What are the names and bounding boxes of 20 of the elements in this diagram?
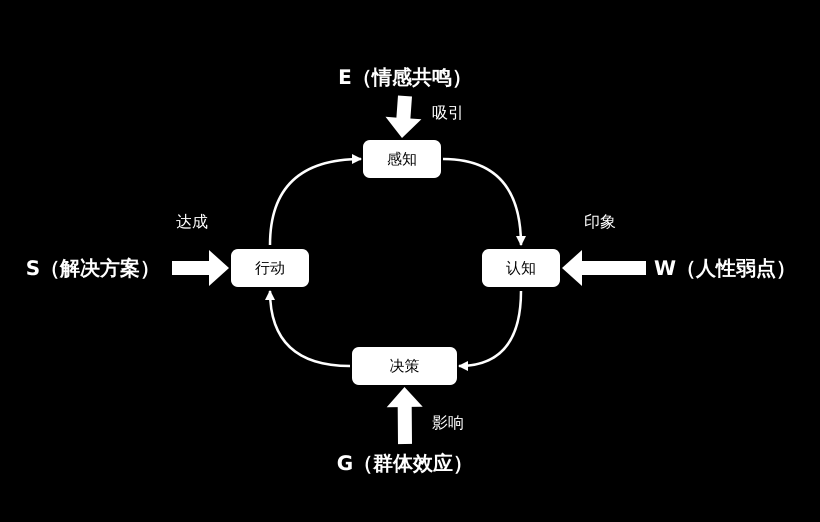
process-box: 行动 xyxy=(231,249,309,287)
curved-arrow xyxy=(268,154,362,246)
block-arrow xyxy=(172,250,229,286)
block-arrow xyxy=(386,96,422,138)
edge-label: 吸引 xyxy=(432,103,464,124)
process-box: 感知 xyxy=(363,140,441,178)
edge-label: 影响 xyxy=(432,413,464,434)
process-box: 决策 xyxy=(352,347,457,385)
process-box: 认知 xyxy=(482,249,560,287)
curved-arrow xyxy=(265,290,350,368)
block-arrow xyxy=(386,387,423,444)
factor-label: G（群体效应） xyxy=(320,448,490,478)
factor-label: E（情感共鸣） xyxy=(320,62,490,92)
factor-label: W（人性弱点） xyxy=(650,253,800,283)
factor-label: S（解决方案） xyxy=(18,253,168,283)
block-arrow xyxy=(562,250,646,286)
edge-label: 印象 xyxy=(584,212,616,233)
curved-arrow xyxy=(442,158,526,246)
curved-arrow xyxy=(458,290,522,371)
edge-label: 达成 xyxy=(176,212,208,233)
